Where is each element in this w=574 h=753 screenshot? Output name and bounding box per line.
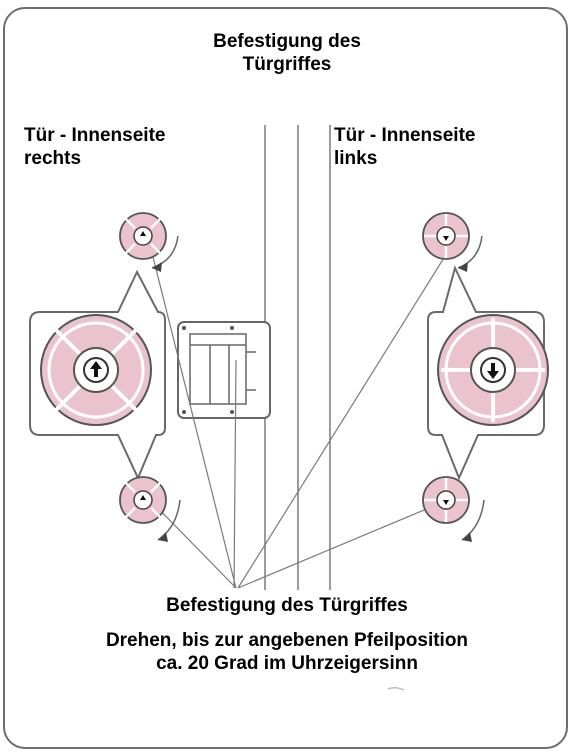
door-frame-lines xyxy=(264,125,331,590)
knob-large-left xyxy=(40,314,152,426)
diagram-title: Befestigung des Türgriffes xyxy=(0,30,574,76)
arrow-down-icon xyxy=(487,363,499,379)
diagram-frame xyxy=(3,7,568,749)
instruction-line-1: Drehen, bis zur angebenen Pfeilposition xyxy=(105,630,469,651)
rotation-arrowheads xyxy=(152,262,472,542)
smudge-mark xyxy=(387,686,405,691)
instruction-text: Drehen, bis zur angebenen Pfeilposition … xyxy=(0,629,574,675)
knob-small-top-right xyxy=(422,212,470,260)
label-left-line-1: Tür - Innenseite xyxy=(24,125,166,146)
title-line-1: Befestigung des xyxy=(213,31,361,52)
knob-small-top-left xyxy=(119,212,167,260)
label-right-line-2: links xyxy=(334,148,378,169)
leader-lines xyxy=(149,244,453,589)
arrow-up-icon xyxy=(90,361,102,377)
knob-small-bottom-left xyxy=(119,476,167,524)
instruction-line-2: ca. 20 Grad im Uhrzeigersinn xyxy=(156,653,418,674)
label-door-inside-left: Tür - Innenseite links xyxy=(334,124,554,170)
handle-mount-plate xyxy=(177,321,271,419)
knob-small-bottom-right xyxy=(422,476,470,524)
title-line-2: Türgriffes xyxy=(242,54,332,75)
label-right-line-1: Tür - Innenseite xyxy=(334,125,476,146)
fastening-caption: Befestigung des Türgriffes xyxy=(166,595,408,616)
knob-large-right xyxy=(437,314,549,426)
label-left-line-2: rechts xyxy=(24,148,82,169)
label-door-inside-right: Tür - Innenseite rechts xyxy=(24,124,244,170)
